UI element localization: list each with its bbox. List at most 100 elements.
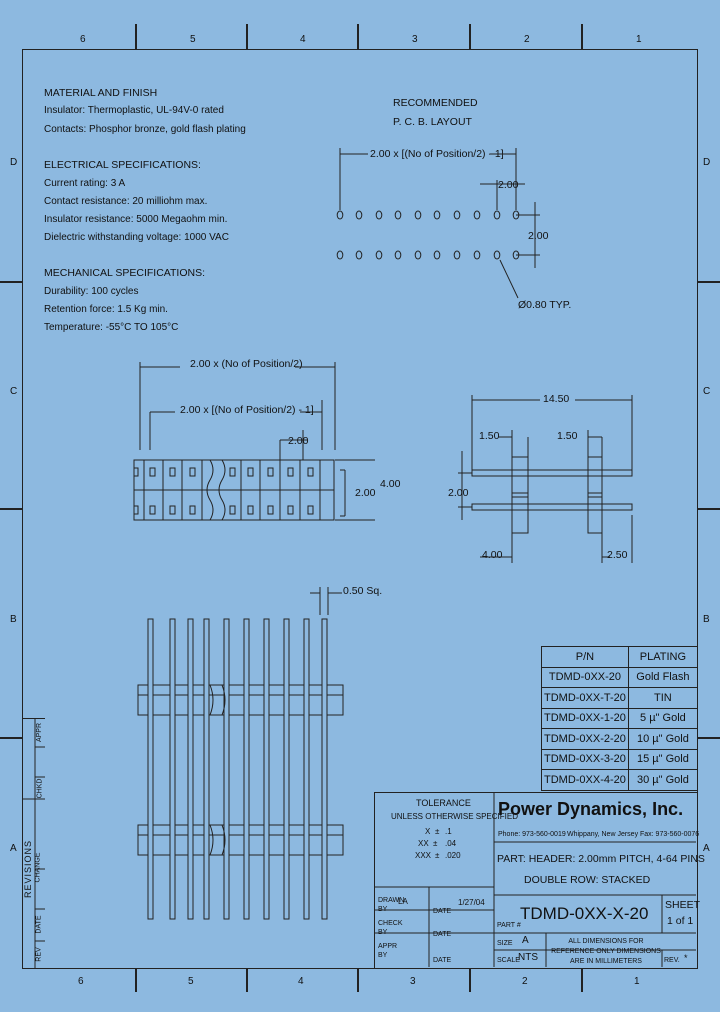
table-cell: TDMD-0XX-20 xyxy=(541,666,629,688)
drawn-date-label: DATE xyxy=(433,908,452,915)
table-row: TDMD-0XX-4-20 30 µ" Gold xyxy=(541,769,698,791)
electrical-title: ELECTRICAL SPECIFICATIONS: xyxy=(44,159,201,171)
table-cell: TDMD-0XX-4-20 xyxy=(541,769,629,791)
side-view-drawing xyxy=(458,395,633,563)
check-date-label: DATE xyxy=(433,931,452,938)
tolerance-x: XXX xyxy=(415,851,432,860)
table-row: TDMD-0XX-20 Gold Flash xyxy=(541,666,698,688)
rev-label: REV. xyxy=(664,957,680,964)
company-location: Whippany, New Jersey xyxy=(567,831,639,838)
table-row: TDMD-0XX-3-20 15 µ" Gold xyxy=(541,748,698,770)
revision-col-appr: APPR xyxy=(36,722,44,743)
top-dim-span: 2.00 x [(No of Position/2) - 1] xyxy=(180,404,314,416)
sheet-value: 1 of 1 xyxy=(667,915,694,927)
rev-value: * xyxy=(684,953,688,963)
zone-row-d-left: D xyxy=(10,157,18,168)
part-number-label: PART # xyxy=(497,922,521,929)
side-dim-left: 1.50 xyxy=(479,430,500,442)
tolerance-pm: ± xyxy=(433,839,438,848)
part-number: TDMD-0XX-X-20 xyxy=(520,904,649,923)
electrical-line: Current rating: 3 A xyxy=(44,178,126,189)
table-cell: TDMD-0XX-1-20 xyxy=(541,707,629,729)
zone-row-c-left: C xyxy=(10,386,18,397)
table-header-row: P/N PLATING xyxy=(541,646,698,668)
table-row: TDMD-0XX-T-20 TIN xyxy=(541,687,698,709)
tolerance-x: XX xyxy=(418,839,429,848)
electrical-line: Dielectric withstanding voltage: 1000 VA… xyxy=(44,232,229,243)
table-cell: TDMD-0XX-3-20 xyxy=(541,748,629,770)
table-cell: Gold Flash xyxy=(627,666,698,688)
side-dim-bottom-left: 4.00 xyxy=(482,549,503,561)
zone-row-a-right: A xyxy=(703,843,710,854)
zone-col-1-bottom: 1 xyxy=(634,976,640,987)
zone-row-d-right: D xyxy=(703,157,711,168)
table-cell: 5 µ" Gold xyxy=(627,707,698,729)
size-value: A xyxy=(522,935,529,946)
appr-date-label: DATE xyxy=(433,957,452,964)
tolerance-pm: ± xyxy=(435,827,440,836)
pcb-dim-span: 2.00 x [(No of Position/2) - 1] xyxy=(370,148,504,160)
zone-row-b-right: B xyxy=(703,614,710,625)
electrical-line: Contact resistance: 20 milliohm max. xyxy=(44,196,208,207)
side-dim-bottom-right: 2.50 xyxy=(607,549,628,561)
table-cell: TDMD-0XX-T-20 xyxy=(541,687,629,709)
table-cell: 15 µ" Gold xyxy=(627,748,698,770)
revision-col-change: CHANGE xyxy=(34,852,42,883)
tolerance-value: .020 xyxy=(445,851,461,860)
part-description-line2: DOUBLE ROW: STACKED xyxy=(524,874,651,886)
pcb-layout-drawing xyxy=(336,148,540,299)
table-row: TDMD-0XX-2-20 10 µ" Gold xyxy=(541,728,698,750)
zone-col-3-top: 3 xyxy=(412,34,418,45)
front-view-drawing xyxy=(137,587,344,920)
company-name: Power Dynamics, Inc. xyxy=(498,799,684,819)
pcb-hole-note: Ø0.80 TYP. xyxy=(518,299,572,311)
top-dim-width: 4.00 xyxy=(380,478,401,490)
electrical-line: Insulator resistance: 5000 Megaohm min. xyxy=(44,214,228,225)
check-by-label: CHECK BY xyxy=(378,920,403,936)
top-dim-overall: 2.00 x (No of Position/2) xyxy=(190,358,303,370)
pcb-layout-subtitle: P. C. B. LAYOUT xyxy=(393,116,472,128)
zone-col-3-bottom: 3 xyxy=(410,976,416,987)
table-cell: TDMD-0XX-2-20 xyxy=(541,728,629,750)
mechanical-title: MECHANICAL SPECIFICATIONS: xyxy=(44,267,206,279)
drawn-by-label: DRAWN BY xyxy=(378,897,405,913)
sheet-label: SHEET xyxy=(665,899,701,911)
front-pin-size: 0.50 Sq. xyxy=(343,585,383,597)
zone-row-c-right: C xyxy=(703,386,711,397)
pcb-dim-row: 2.00 xyxy=(528,230,549,242)
side-dim-row: 2.00 xyxy=(448,487,469,499)
company-fax: Fax: 973-560-0076 xyxy=(640,831,700,838)
zone-col-5-top: 5 xyxy=(190,34,196,45)
mechanical-line: Retention force: 1.5 Kg min. xyxy=(44,304,168,315)
revision-col-date: DATE xyxy=(35,915,43,934)
zone-col-1-top: 1 xyxy=(636,34,642,45)
zone-col-6-top: 6 xyxy=(80,34,86,45)
revision-col-chkd: CHKD xyxy=(36,778,44,799)
tolerance-pm: ± xyxy=(435,851,440,860)
side-dim-length: 14.50 xyxy=(543,393,570,405)
zone-col-5-bottom: 5 xyxy=(188,976,194,987)
title-block-grid xyxy=(374,792,696,967)
dimensions-note: ALL DIMENSIONS FOR REFERENCE ONLY DIMENS… xyxy=(551,938,661,965)
top-view-drawing xyxy=(133,362,375,521)
table-header: PLATING xyxy=(627,646,698,668)
zone-col-6-bottom: 6 xyxy=(78,976,84,987)
zone-row-b-left: B xyxy=(10,614,17,625)
tolerance-title: TOLERANCE xyxy=(416,798,471,808)
scale-label: SCALE xyxy=(497,957,520,964)
pcb-dim-pitch: 2.00 xyxy=(498,179,519,191)
drawn-date-value: 1/27/04 xyxy=(458,898,485,907)
table-cell: TIN xyxy=(627,687,698,709)
part-description-line1: PART: HEADER: 2.00mm PITCH, 4-64 PINS xyxy=(497,853,705,865)
title-block xyxy=(374,792,697,968)
material-title: MATERIAL AND FINISH xyxy=(44,87,158,99)
zone-col-2-top: 2 xyxy=(524,34,530,45)
drawn-by-value: LA xyxy=(398,897,408,906)
pcb-layout-title: RECOMMENDED xyxy=(393,97,478,109)
side-dim-right: 1.50 xyxy=(557,430,578,442)
revisions-title: REVISIONS xyxy=(23,839,34,899)
top-dim-row: 2.00 xyxy=(355,487,376,499)
tolerance-value: .1 xyxy=(445,827,452,836)
table-header: P/N xyxy=(541,646,629,668)
